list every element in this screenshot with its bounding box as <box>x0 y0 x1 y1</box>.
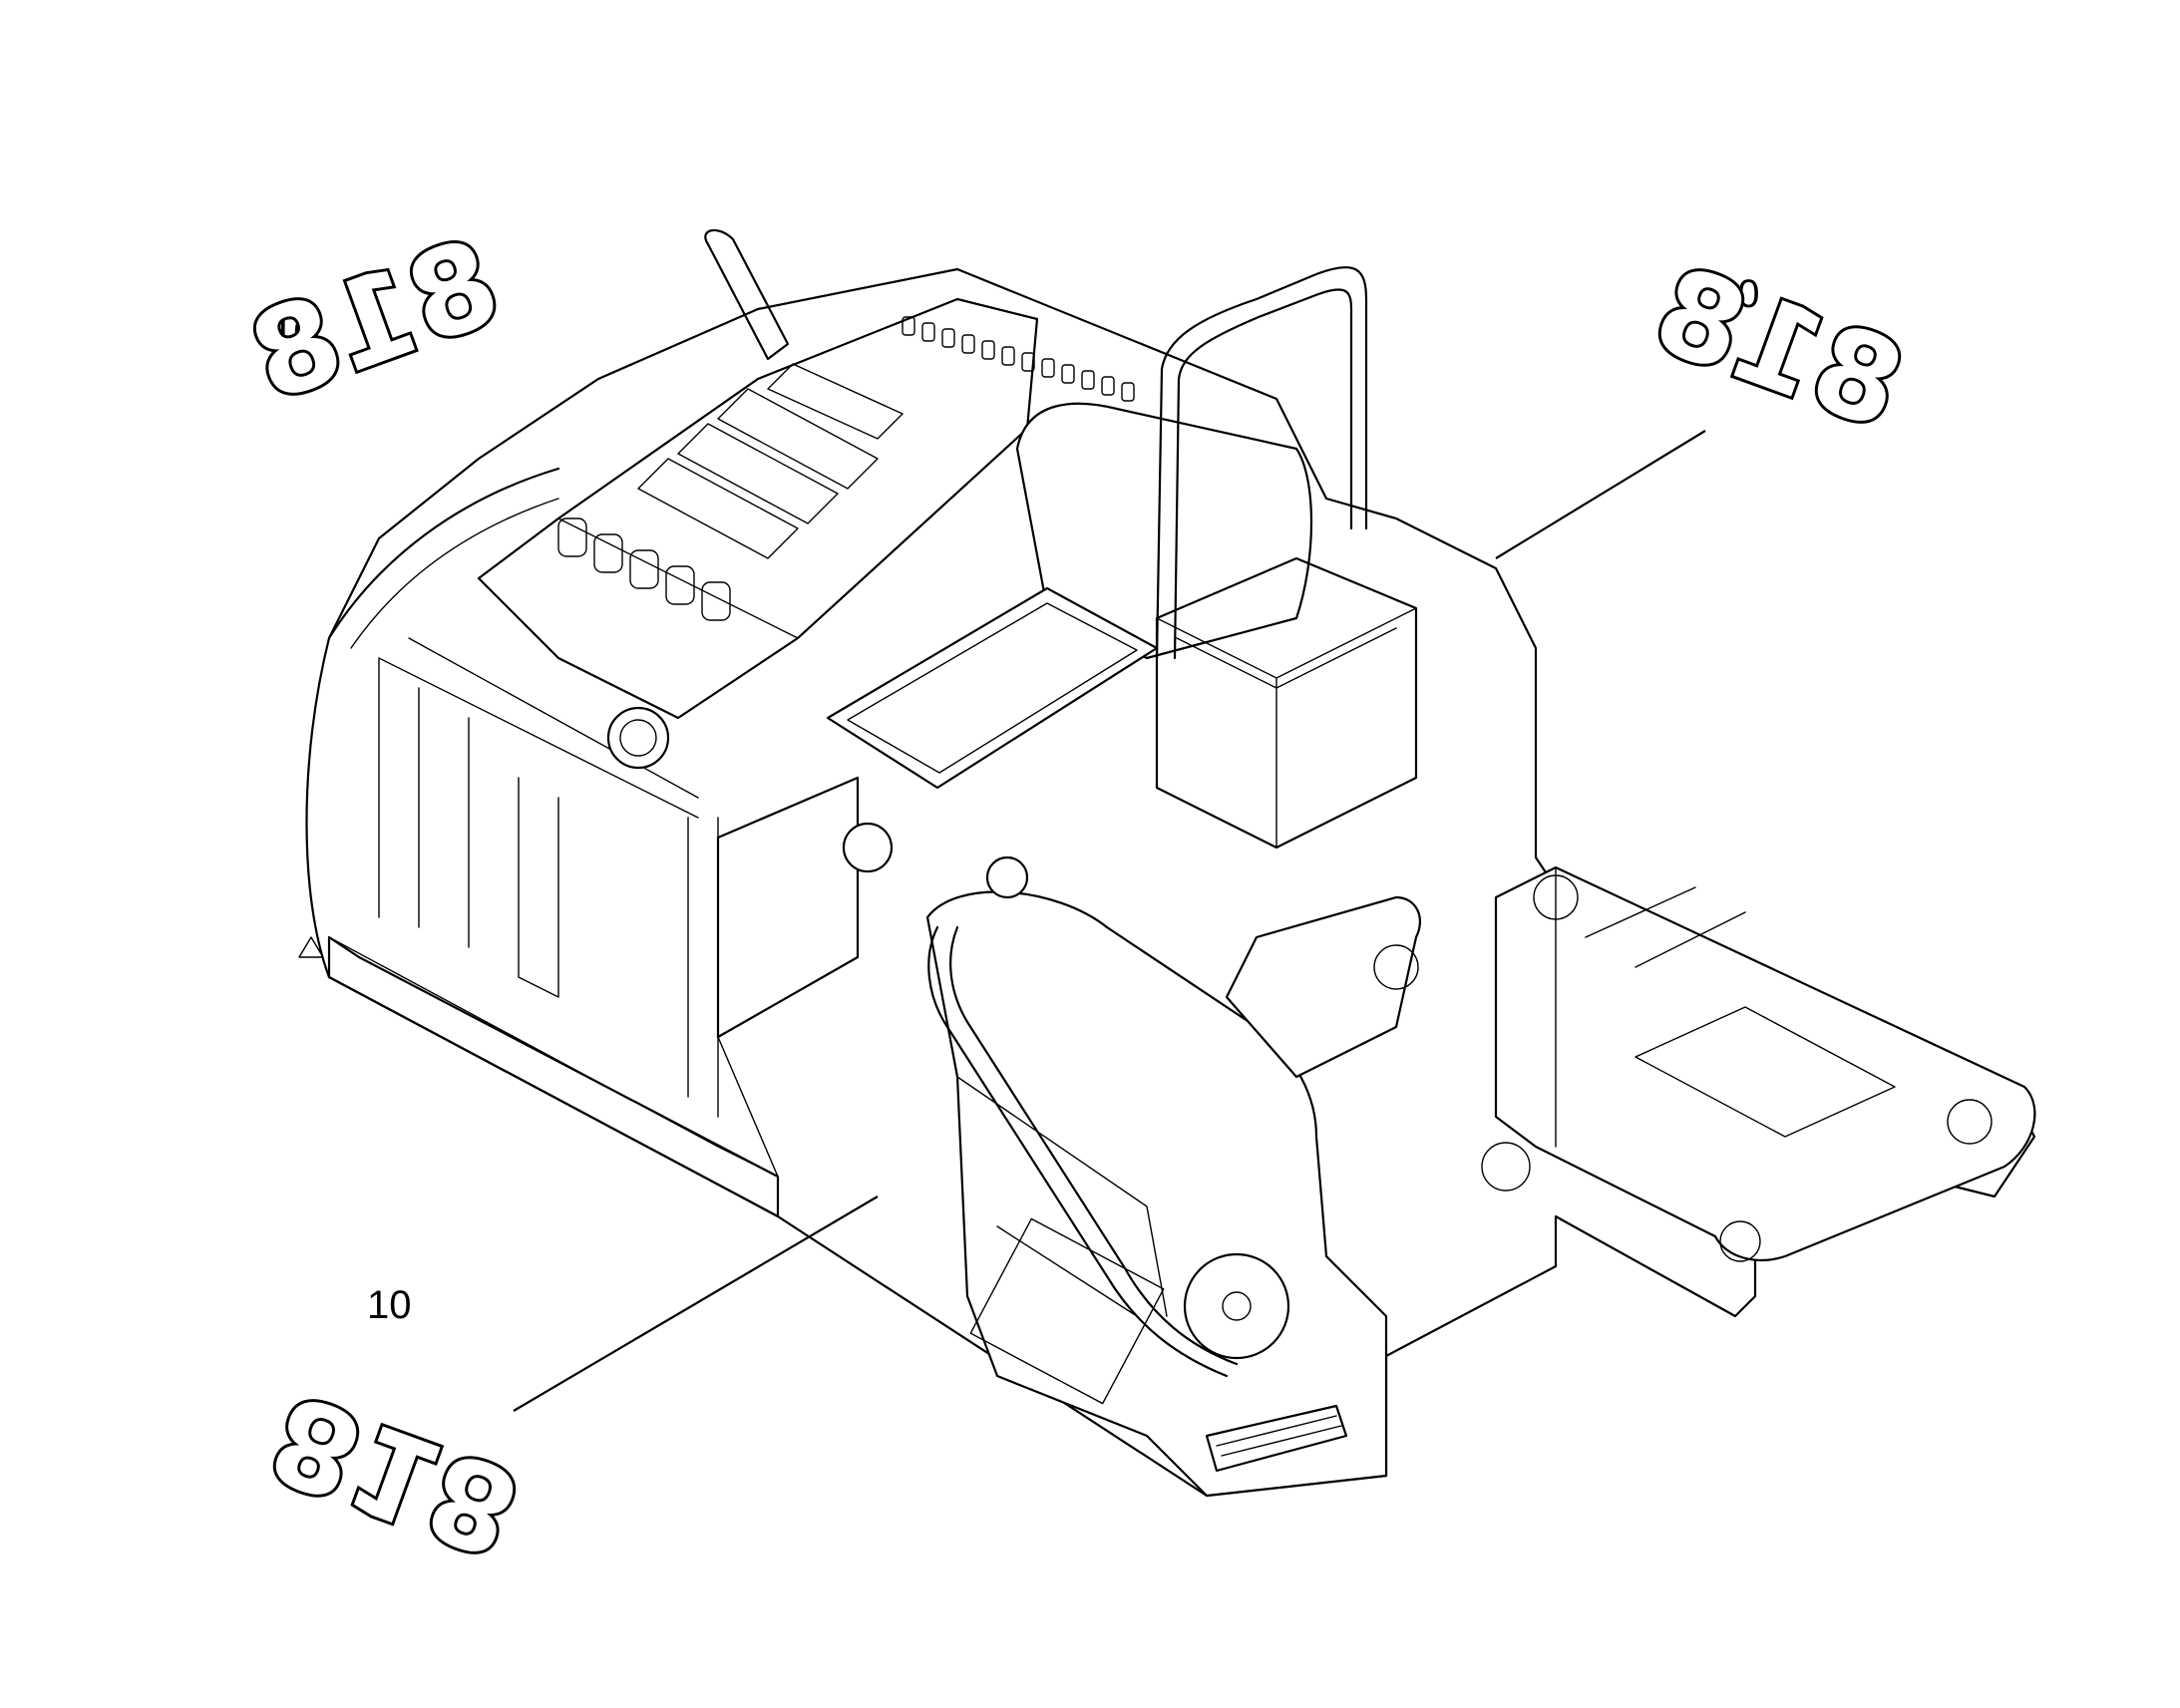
top-slots <box>902 316 1135 402</box>
callout-10-upper-left: 10 818 <box>231 210 520 432</box>
leader-line-10-lower <box>513 1196 879 1412</box>
callout-20-upper-right: 20 818 <box>1635 238 1923 460</box>
callout-10-lower-left: 10 818 <box>251 1283 540 1584</box>
decal-818-icon: 818 <box>251 1363 540 1584</box>
callout-number: 10 <box>367 1283 412 1327</box>
decal-label: 818 <box>234 213 517 429</box>
leader-line-20 <box>1495 430 1706 559</box>
decal-label: 818 <box>254 1366 537 1581</box>
decal-label: 818 <box>1637 241 1920 457</box>
hood-vents <box>557 363 904 621</box>
decal-818-icon: 818 <box>1635 238 1923 460</box>
decal-818-icon: 818 <box>231 210 520 432</box>
leader-lines <box>513 430 1706 1412</box>
machine-upper-structure-drawing <box>298 228 2036 1498</box>
callout-number: 10 <box>271 310 316 354</box>
callout-number: 20 <box>1715 272 1760 316</box>
